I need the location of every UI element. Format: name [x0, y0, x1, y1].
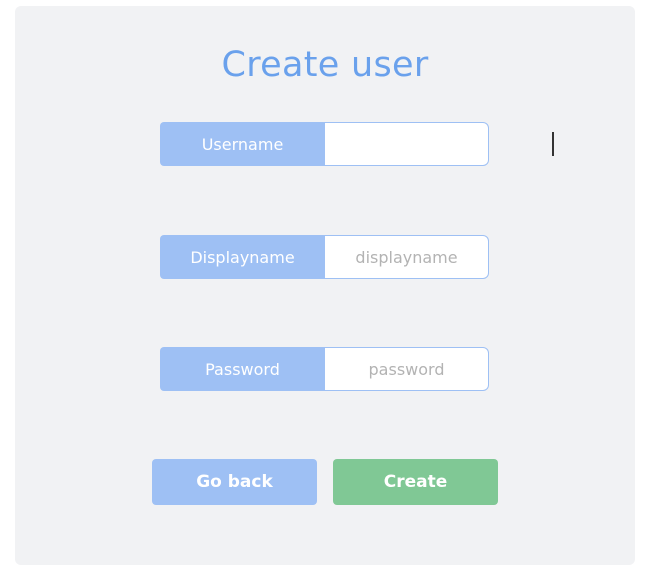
password-label: Password: [160, 347, 325, 391]
text-cursor: [552, 132, 554, 156]
username-label: Username: [160, 122, 325, 166]
create-user-card: Create user Username Displayname Passwor…: [15, 6, 635, 565]
username-input[interactable]: [325, 122, 489, 166]
displayname-field-group: Displayname: [160, 235, 489, 279]
password-input[interactable]: [325, 347, 489, 391]
create-button[interactable]: Create: [333, 459, 498, 505]
password-field-group: Password: [160, 347, 489, 391]
displayname-input[interactable]: [325, 235, 489, 279]
username-field-group: Username: [160, 122, 554, 166]
displayname-label: Displayname: [160, 235, 325, 279]
page-title: Create user: [221, 45, 429, 85]
go-back-button[interactable]: Go back: [152, 459, 317, 505]
